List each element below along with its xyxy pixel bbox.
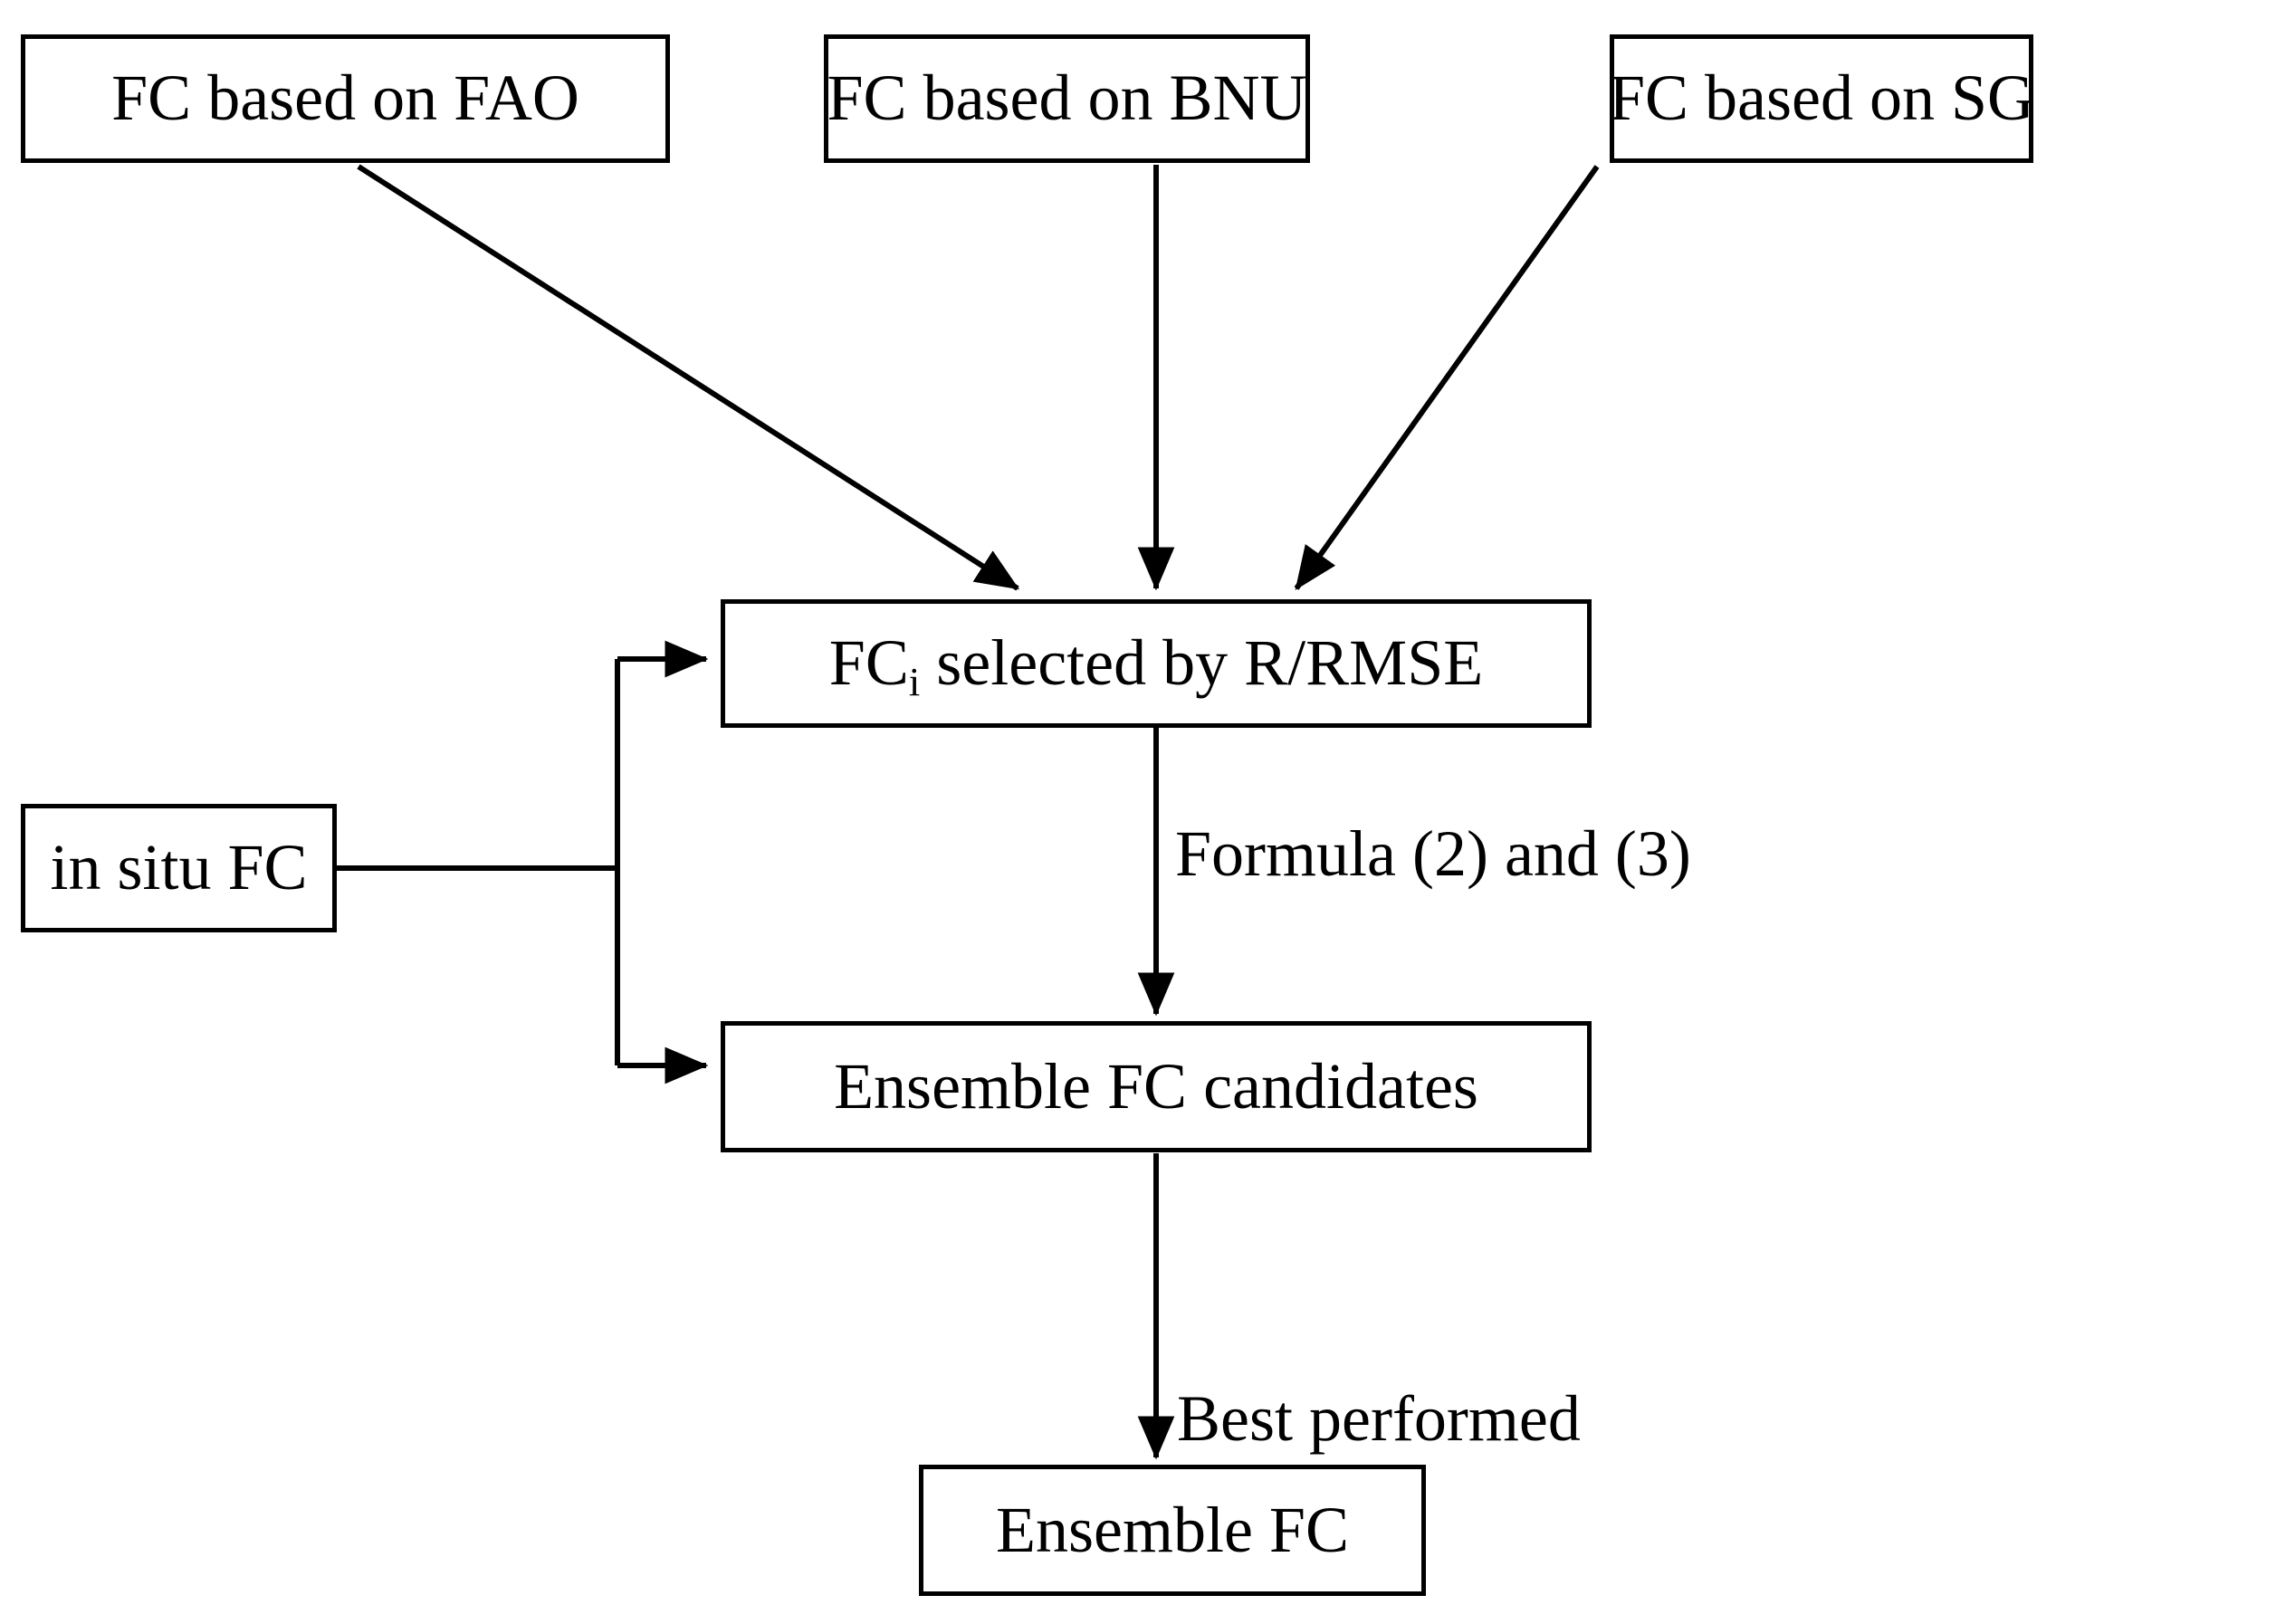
node-fci-label-subscript: i: [908, 658, 921, 704]
node-fc-based-on-fao-label: FC based on FAO: [111, 62, 579, 135]
edge-sg-to-fci: [1294, 165, 1600, 590]
edge-label-formula: Formula (2) and (3): [1175, 817, 1691, 890]
node-fc-based-on-sg[interactable]: FC based on SG: [1608, 34, 2035, 163]
node-fc-based-on-sg-label: FC based on SG: [1608, 62, 2035, 135]
node-fci-label-prefix: FC: [828, 626, 909, 700]
node-in-situ-fc-label: in situ FC: [50, 831, 308, 904]
node-fci-label: FCi selected by R/RMSE: [828, 626, 1484, 702]
edge-label-best-line1: Best performed: [1177, 1381, 1581, 1455]
node-ensemble-fc-candidates-label: Ensemble FC candidates: [834, 1049, 1478, 1122]
node-fci-selected-by-r-rmse[interactable]: FCi selected by R/RMSE: [721, 599, 1592, 728]
node-ensemble-fc[interactable]: Ensemble FC: [919, 1465, 1426, 1596]
node-fc-based-on-bnu[interactable]: FC based on BNU: [824, 34, 1310, 163]
edge-fao-to-fci: [357, 164, 1020, 591]
node-fci-label-suffix: selected by R/RMSE: [920, 626, 1484, 700]
node-ensemble-fc-candidates[interactable]: Ensemble FC candidates: [721, 1021, 1592, 1152]
edge-label-best-line2: R/RMSE: [1177, 1618, 1581, 1624]
node-fc-based-on-bnu-label: FC based on BNU: [827, 62, 1307, 135]
node-ensemble-fc-label: Ensemble FC: [996, 1493, 1349, 1566]
edge-label-best-performed: Best performed R/RMSE: [1177, 1220, 1581, 1624]
node-in-situ-fc[interactable]: in situ FC: [21, 804, 337, 932]
node-fc-based-on-fao[interactable]: FC based on FAO: [21, 34, 670, 163]
